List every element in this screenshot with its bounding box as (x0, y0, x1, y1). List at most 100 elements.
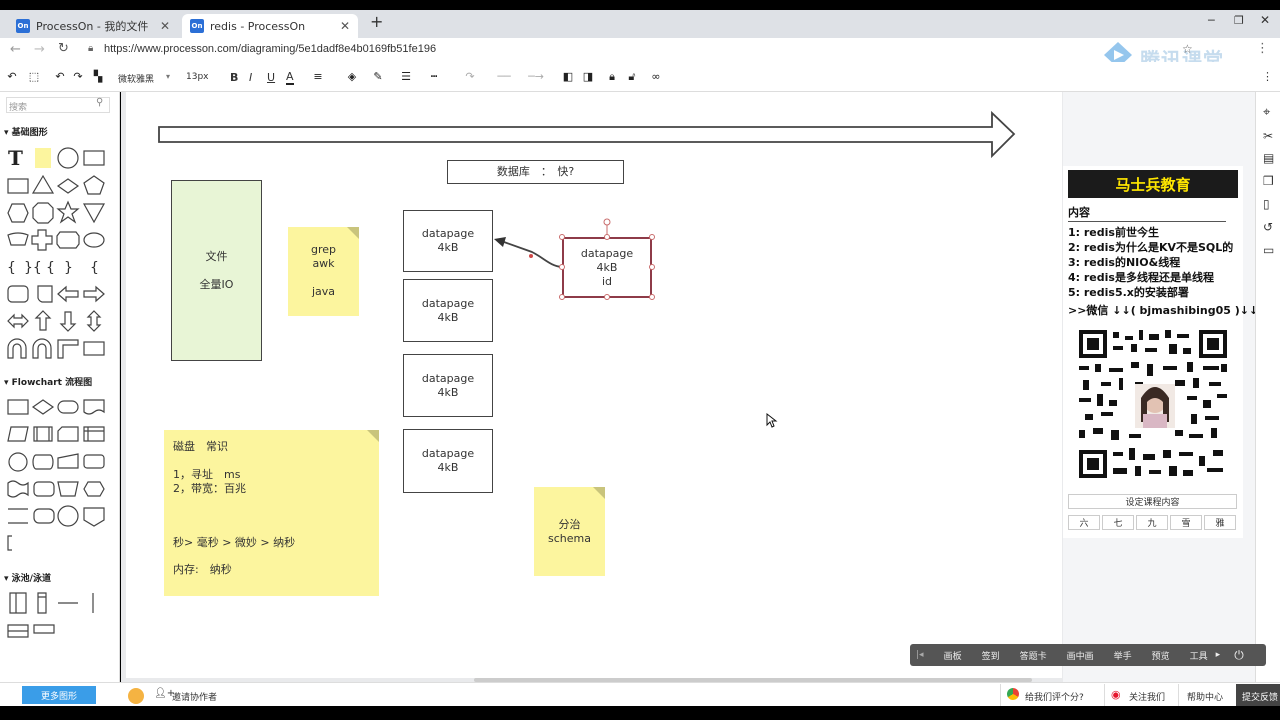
section-label: Flowchart 流程图 (11, 378, 93, 388)
datapage-box[interactable]: datapage 4kB (403, 210, 493, 272)
forward-icon[interactable]: → (34, 42, 45, 57)
font-size-select[interactable]: 13px (186, 72, 209, 82)
close-window-icon[interactable]: ✕ (1260, 13, 1271, 27)
collapse-toolbar-icon[interactable]: ⋮ (1262, 70, 1273, 83)
selection-handles[interactable] (555, 215, 659, 305)
fill-color-icon[interactable]: ◈ (347, 70, 357, 83)
option-button[interactable]: 雅 (1204, 515, 1236, 530)
sticky-note-schema[interactable] (534, 487, 605, 576)
option-button[interactable]: 九 (1136, 515, 1168, 530)
invite-collaborator-link[interactable]: 邀请协作者 (172, 693, 218, 703)
floatbar-item[interactable]: 画中画 (1066, 651, 1094, 662)
section-flowchart[interactable]: ▾ Flowchart 流程图 (4, 378, 93, 388)
feedback-button[interactable]: 提交反馈 (1236, 684, 1280, 706)
vertical-lane-shape-icon (37, 592, 47, 614)
align-icon[interactable]: ≡ (313, 70, 323, 83)
rate-button[interactable]: 给我们评个分? (1000, 684, 1096, 706)
selected-datapage-box[interactable]: datapage 4kB id (562, 237, 652, 298)
brush-icon[interactable]: ▚ (93, 70, 103, 83)
datapage-box[interactable]: datapage 4kB (403, 354, 493, 417)
datapage-box[interactable]: datapage 4kB (403, 429, 493, 493)
sticky-disk-text: 磁盘 常识 1，寻址 ms 2，带宽：百兆 秒> 毫秒 > 微妙 > 纳秒 内存… (173, 440, 295, 577)
diamond-shape-icon (56, 178, 80, 194)
undo-icon[interactable]: ↶ (55, 70, 65, 83)
pages-icon[interactable]: ❒ (1263, 174, 1274, 188)
line-color-icon[interactable]: ✎ (373, 70, 383, 83)
unlock-icon[interactable]: 🔓︎ (628, 70, 636, 83)
format-painter-icon[interactable]: ⬚ (28, 70, 40, 83)
floatbar-item[interactable]: 举手 (1113, 651, 1132, 662)
help-center-button[interactable]: 帮助中心 (1178, 684, 1234, 706)
font-color-button[interactable]: A (286, 70, 294, 85)
line-end-icon[interactable]: ─→ (528, 70, 544, 83)
tab-label: redis - ProcessOn (210, 19, 306, 33)
option-button[interactable]: 六 (1068, 515, 1100, 530)
page-icon[interactable]: ▯ (1263, 197, 1270, 211)
hexagon-shape-icon (7, 203, 29, 223)
more-shapes-button[interactable]: 更多图形 (22, 686, 96, 704)
lock-shape-icon[interactable]: 🔒︎ (609, 70, 615, 83)
reload-icon[interactable]: ↻ (58, 41, 69, 56)
new-tab-button[interactable]: + (370, 12, 384, 31)
database-label-box[interactable]: 数据库 ： 快? (447, 160, 624, 184)
tab-processon-files[interactable]: On ProcessOn - 我的文件 ✕ (8, 14, 178, 38)
collapse-icon[interactable]: |◂ (916, 650, 924, 660)
bold-button[interactable]: B (230, 71, 239, 84)
floatbar-item[interactable]: 预览 (1151, 651, 1170, 662)
star-icon[interactable]: ☆ (1182, 42, 1193, 56)
add-user-icon[interactable]: 👤︎+ (154, 688, 176, 699)
italic-button[interactable]: I (249, 71, 253, 84)
option-button[interactable]: 七 (1102, 515, 1134, 530)
datapage-box[interactable]: datapage 4kB (403, 279, 493, 342)
follow-us-button[interactable]: ◉ 关注我们 (1104, 684, 1174, 706)
floatbar-item[interactable]: 工具 (1189, 651, 1208, 662)
set-course-button[interactable]: 设定课程内容 (1068, 494, 1237, 509)
url-text[interactable]: https://www.processon.com/diagraming/5e1… (104, 43, 437, 55)
big-arrow-shape[interactable] (150, 105, 1030, 165)
floatbar-item[interactable]: 答题卡 (1019, 651, 1047, 662)
floatbar-item[interactable]: 画板 (943, 651, 962, 662)
floatbar-item[interactable]: 签到 (981, 651, 1000, 662)
sticky-note-grep[interactable] (288, 227, 359, 316)
underline-button[interactable]: U (267, 71, 276, 84)
ad-item: 3: redis的NIO&线程 (1068, 256, 1181, 269)
line-style-icon[interactable]: ┅ (430, 70, 438, 83)
minimize-icon[interactable]: ─ (1208, 14, 1215, 27)
play-icon[interactable]: ▸ (1215, 650, 1221, 660)
option-button[interactable]: 雪 (1170, 515, 1202, 530)
undo-back-icon[interactable]: ↶ (7, 70, 17, 83)
font-family-select[interactable]: 微软雅黑 (118, 75, 155, 85)
tab-redis[interactable]: On redis - ProcessOn ✕ (182, 14, 358, 38)
power-icon[interactable]: ⏻ (1234, 647, 1244, 662)
back-icon[interactable]: ← (10, 42, 21, 57)
close-icon[interactable]: ✕ (339, 19, 350, 33)
section-swimlane[interactable]: ▾ 泳池/泳道 (4, 574, 51, 584)
section-basic-shapes[interactable]: ▾ 基础图形 (4, 128, 48, 138)
line-start-icon[interactable]: ── (497, 70, 511, 83)
line-width-icon[interactable]: ☰ (401, 70, 411, 83)
redo-icon[interactable]: ↷ (73, 70, 83, 83)
close-icon[interactable]: ✕ (159, 19, 170, 33)
history-icon[interactable]: ↺ (1263, 220, 1274, 234)
style-icon[interactable]: ✂ (1263, 129, 1274, 143)
connector-icon[interactable]: ↷ (465, 70, 475, 83)
shape-palette[interactable]: T { }{ { } { (0, 140, 120, 640)
file-box[interactable]: 文件 全量IO (171, 180, 262, 361)
restore-icon[interactable]: ❐ (1234, 14, 1244, 27)
send-back-icon[interactable]: ◨ (582, 70, 594, 83)
comment-icon[interactable]: ▭ (1263, 243, 1275, 257)
search-input[interactable]: 搜索 (6, 97, 110, 113)
navigator-icon[interactable]: ⌖ (1263, 105, 1271, 120)
menu-dots-icon[interactable]: ⋮ (1256, 41, 1269, 56)
bring-front-icon[interactable]: ◧ (562, 70, 574, 83)
data-icon[interactable]: ▤ (1263, 151, 1275, 165)
alternate-process-shape-icon (33, 481, 55, 497)
search-icon[interactable]: ⚲ (96, 97, 104, 108)
avatar[interactable] (128, 688, 144, 704)
horizontal-scrollbar[interactable] (474, 678, 1032, 682)
weibo-icon: ◉ (1111, 688, 1121, 701)
connector-arrow[interactable] (490, 230, 570, 275)
inverted-triangle-shape-icon (82, 203, 106, 224)
link-icon[interactable]: ∞ (651, 70, 661, 83)
sticky-note-disk[interactable] (164, 430, 379, 596)
